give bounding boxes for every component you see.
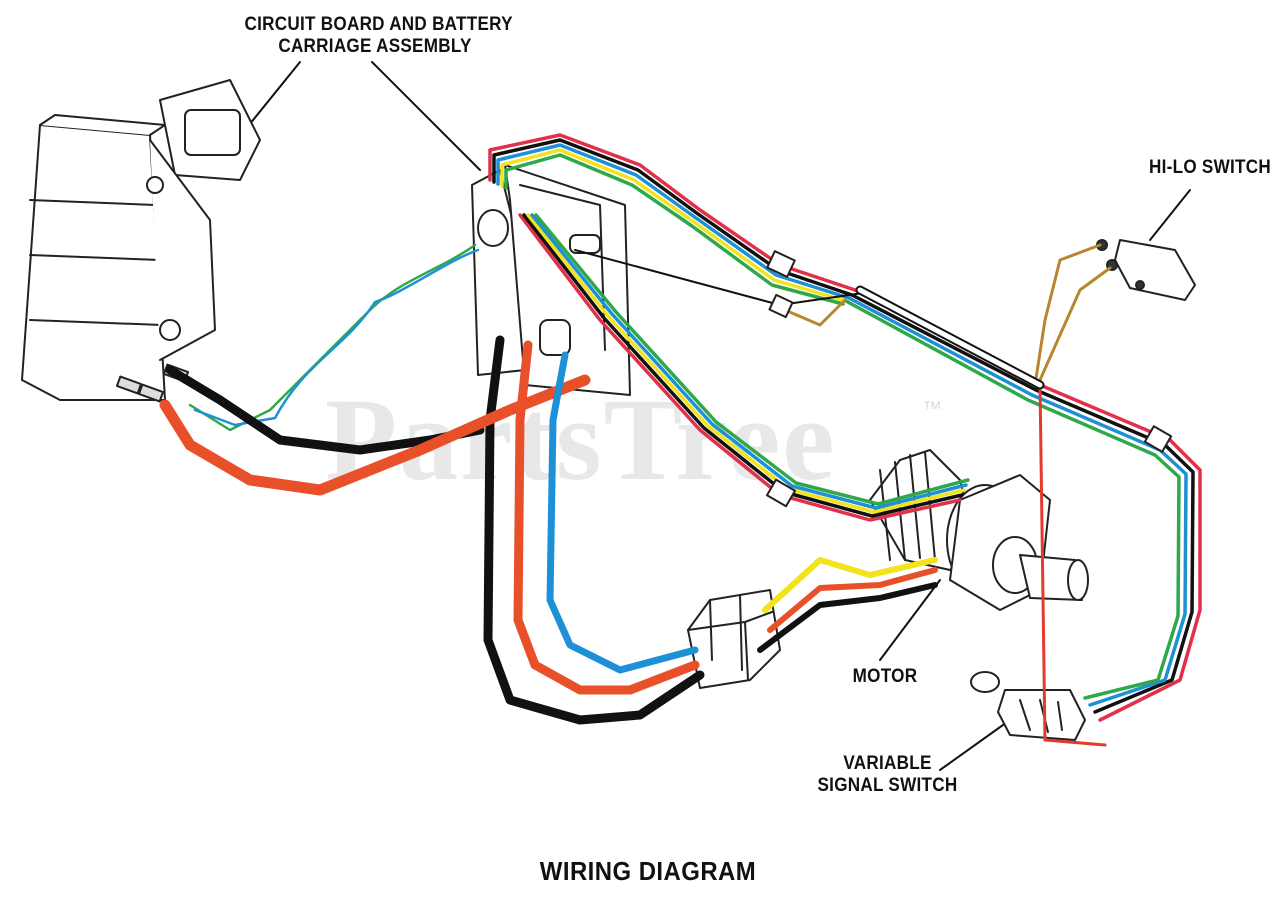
wire-black-motor [757,582,938,653]
motor [869,449,1089,611]
label-variable-line1: VARIABLE [843,753,932,774]
label-variable-signal-switch: VARIABLE SIGNAL SWITCH [809,753,967,797]
harness-clips [765,250,1173,508]
wire-blue-board [546,351,699,674]
battery-carriage [21,79,261,401]
leader-circuit-board-2 [244,61,301,131]
label-circuit-board: CIRCUIT BOARD AND BATTERY CARRIAGE ASSEM… [244,14,513,58]
wire-yellow-motor [762,557,938,613]
wire-connector [687,589,781,689]
wire-red-battery [159,374,591,496]
wire-tan-lower [783,298,847,327]
variable-switch-body [970,671,1086,741]
wire-twisted-pair [188,243,480,432]
label-motor: MOTOR [852,666,918,687]
hi-lo-switch-body [1096,239,1196,301]
leader-circuit-board [371,61,481,171]
wire-harness-motor [518,213,970,522]
watermark-trademark: ™ [922,398,942,420]
label-variable-line2: SIGNAL SWITCH [817,774,958,796]
caption-wiring-diagram: WIRING DIAGRAM [539,856,757,886]
leader-hi-lo [1149,189,1191,241]
wire-red-board [513,340,700,695]
label-hi-lo-switch: HI-LO SWITCH [1149,157,1271,178]
leader-variable [939,719,1011,771]
leader-motor [879,579,941,661]
label-circuit-board-line1: CIRCUIT BOARD AND BATTERY [244,14,513,35]
wire-tan-hi-lo [1033,243,1112,387]
label-circuit-board-line2: CARRIAGE ASSEMBLY [278,35,472,57]
wire-conduit-inner [857,287,1043,388]
wire-red-motor [767,567,938,633]
wire-harness-top [488,133,857,306]
